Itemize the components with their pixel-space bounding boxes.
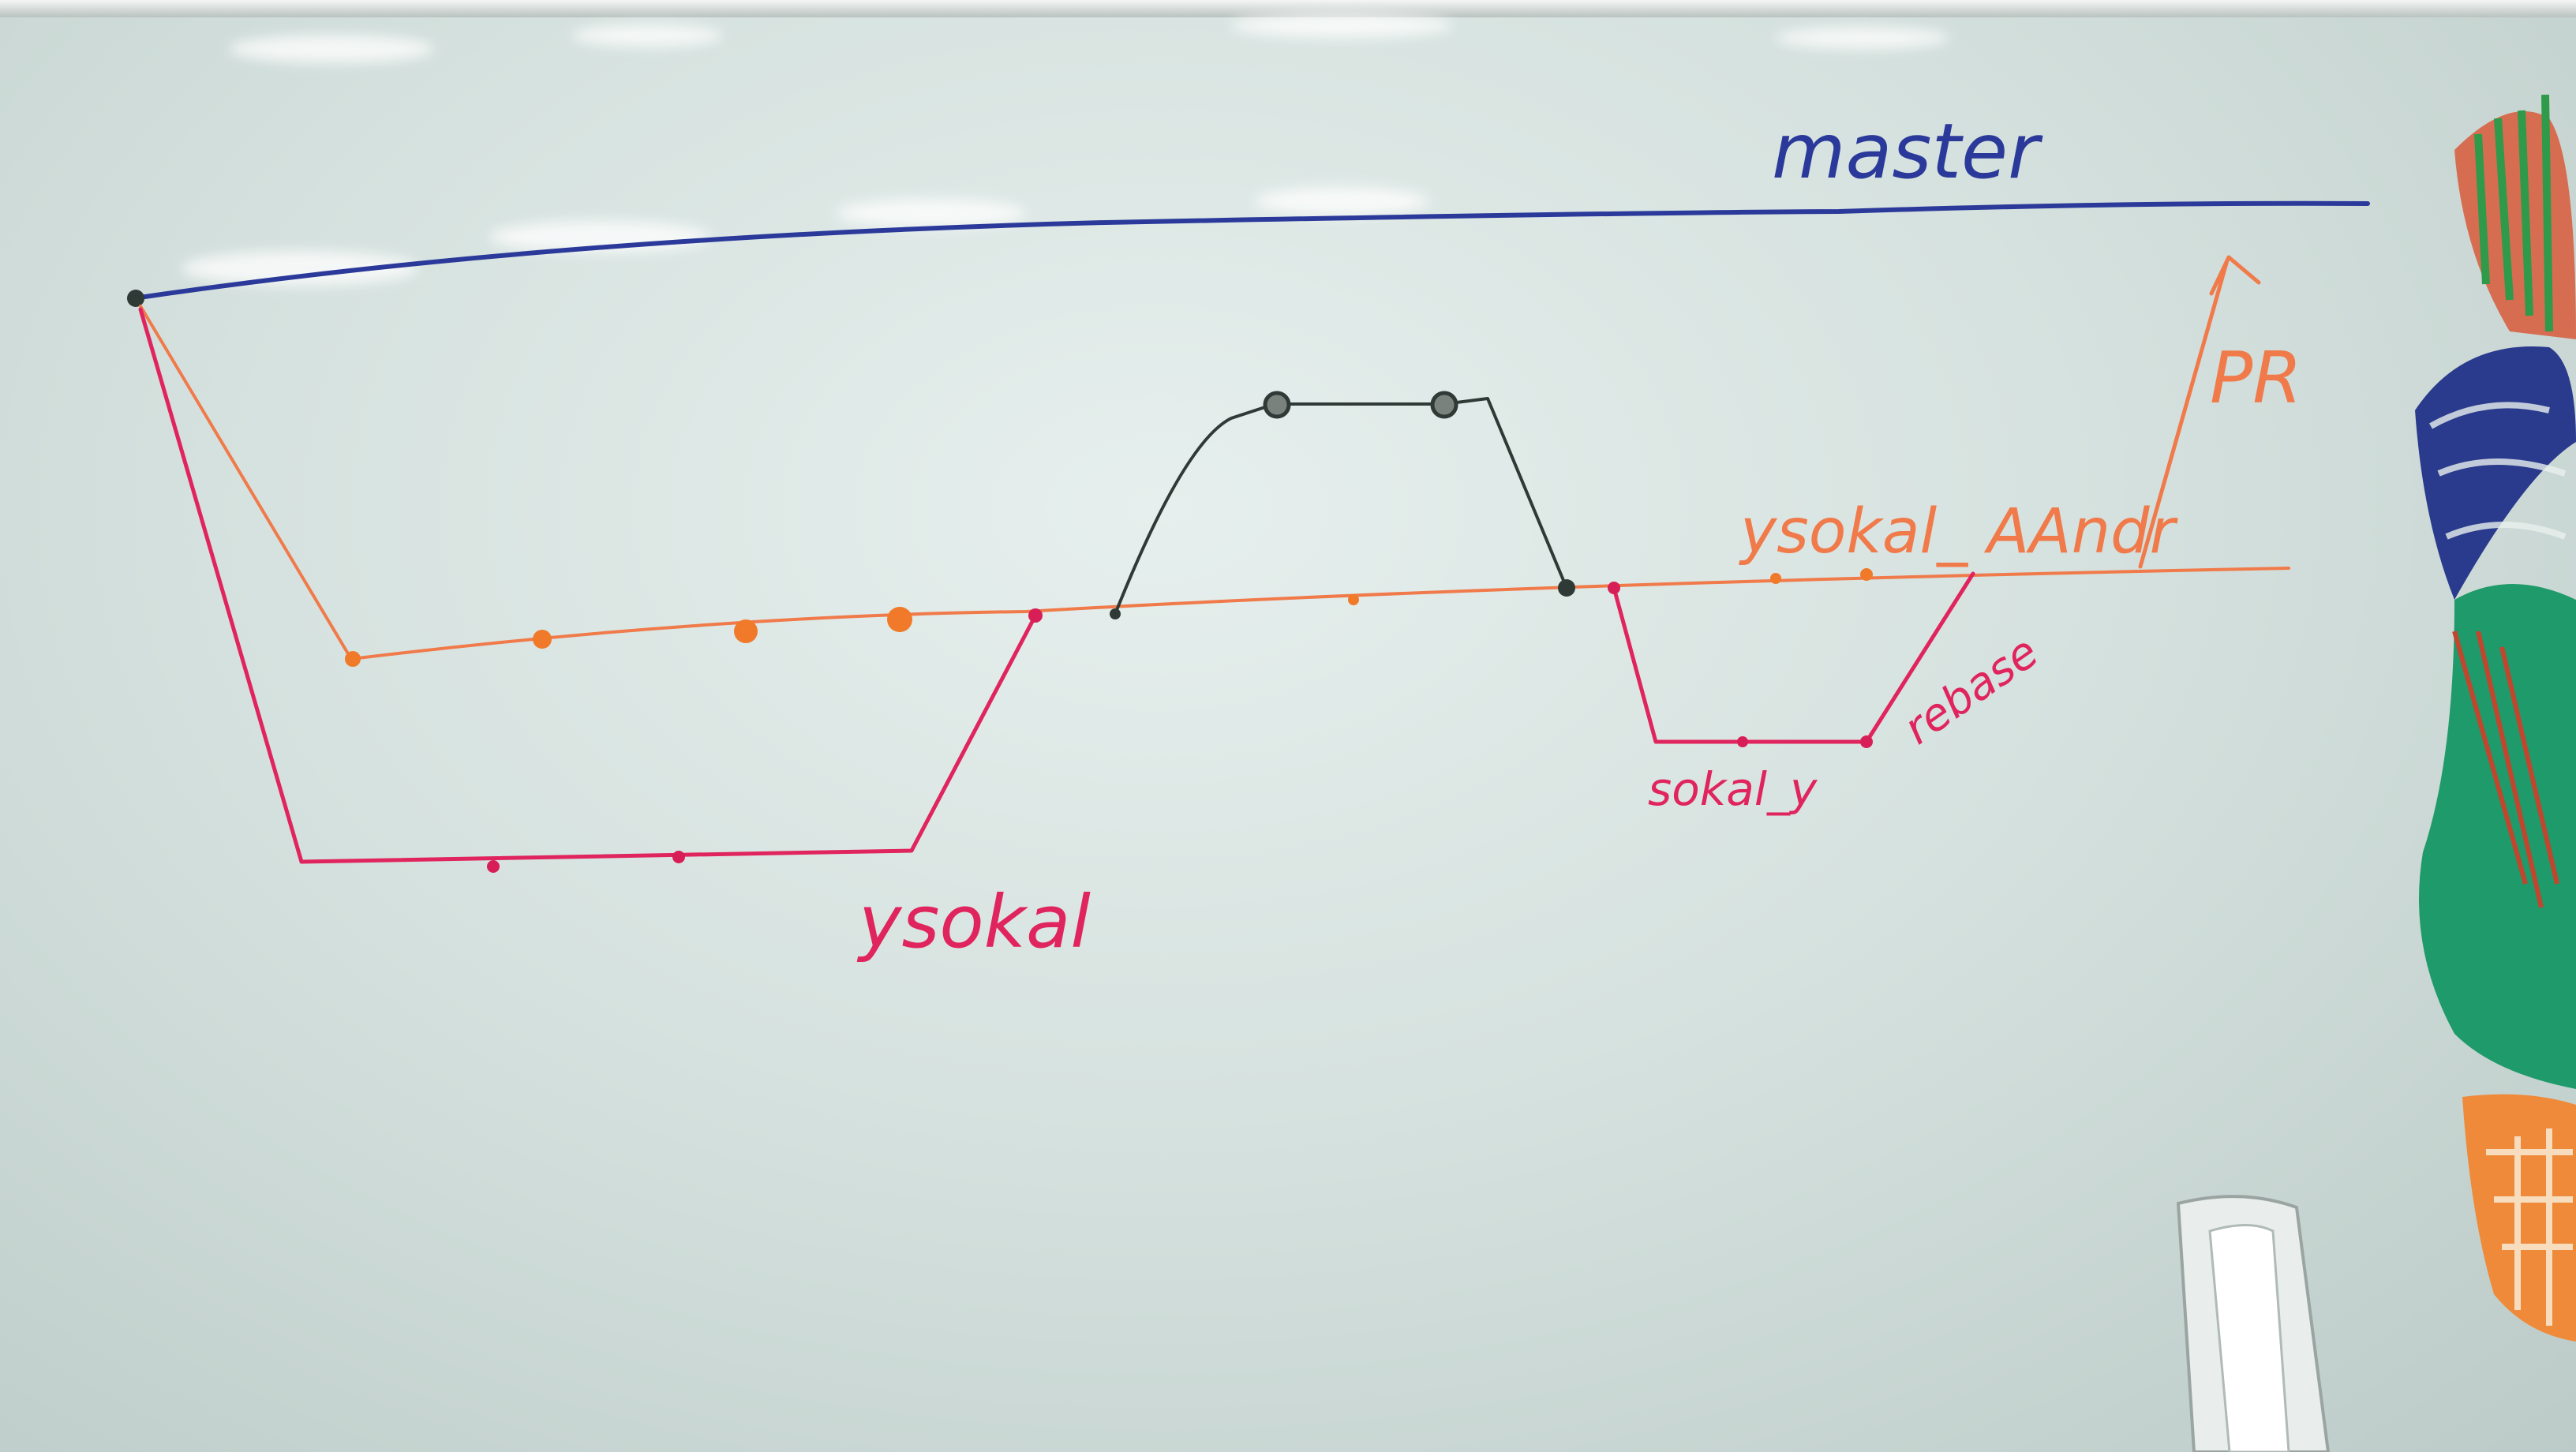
aandr-branch-line — [139, 305, 2290, 661]
ysokal-label: ysokal — [856, 880, 1091, 964]
eraser — [2176, 1195, 2331, 1452]
sokal-y-commit-dot — [1737, 736, 1748, 747]
board-top-frame — [0, 0, 2576, 17]
ysokal-commit-dots — [487, 608, 1043, 873]
origin-commit-dot — [127, 290, 144, 307]
aandr-commit-dot — [1860, 568, 1873, 581]
aandr-commit-dot — [1348, 594, 1359, 605]
ysokal-branch-line — [138, 307, 1038, 864]
ysokal-commit-dot — [487, 860, 500, 873]
ysokal-commit-dot — [1028, 608, 1043, 623]
aandr-commit-dot — [734, 619, 758, 643]
rebase-label: rebase — [1895, 627, 2048, 755]
ysokal-commit-dot — [672, 851, 685, 863]
sokal-y-commit-dot — [1608, 582, 1620, 594]
sokal-y-commit-dots — [1608, 582, 1873, 748]
aandr-commit-dots — [345, 568, 1873, 667]
dark-branch-line — [1114, 397, 1568, 616]
sokal-y-label: sokal_y — [1648, 762, 1818, 816]
side-doodle — [2415, 94, 2576, 1342]
master-label: master — [1772, 107, 2043, 196]
light-glare — [182, 13, 1949, 286]
dark-commit-dot — [1558, 579, 1575, 597]
dark-commit-dot — [1110, 608, 1121, 619]
sokal-y-branch-line — [1612, 571, 1975, 744]
ysokal-aandr-label: ysokal_ AAndr — [1739, 496, 2179, 567]
aandr-commit-dot — [887, 607, 912, 632]
dark-commit-dot — [1263, 391, 1291, 419]
pr-arrow — [2138, 255, 2261, 569]
aandr-commit-dot — [533, 630, 552, 649]
dark-commit-dot — [1430, 391, 1458, 419]
master-branch-line — [132, 200, 2370, 301]
sokal-y-commit-dot — [1860, 735, 1873, 748]
pr-label: PR — [2210, 337, 2302, 420]
dark-commit-dots — [1110, 391, 1575, 619]
aandr-commit-dot — [1770, 573, 1781, 584]
aandr-commit-dot — [345, 651, 361, 667]
